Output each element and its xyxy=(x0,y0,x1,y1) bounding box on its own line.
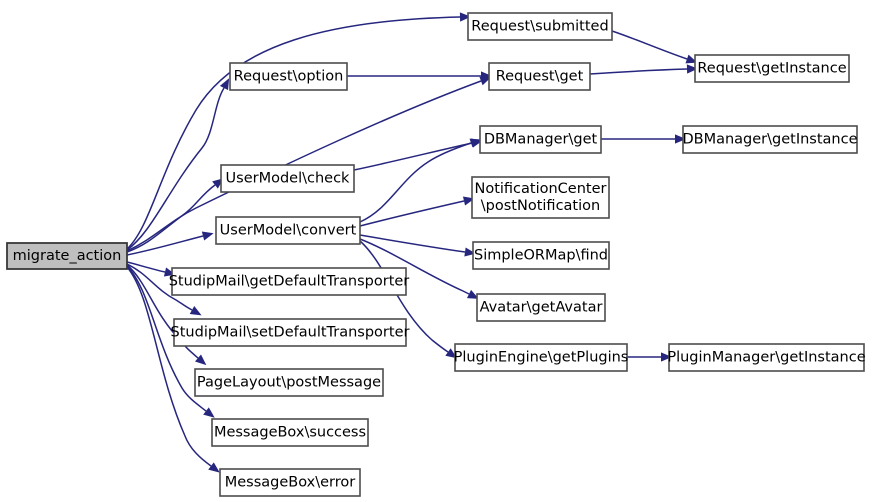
node-label: MessageBox\success xyxy=(214,425,366,441)
arrowhead-icon xyxy=(469,138,482,148)
graph-node-pagelayout_post[interactable]: PageLayout\postMessage xyxy=(194,368,384,397)
graph-node-migrate_action[interactable]: migrate_action xyxy=(6,242,128,270)
node-label: PluginManager\getInstance xyxy=(667,350,865,366)
node-label: DBManager\getInstance xyxy=(682,132,857,148)
edge-dbmanager_get-to-dbmanager_getinstance xyxy=(601,134,686,144)
node-box[interactable] xyxy=(471,176,610,219)
edges-layer xyxy=(126,12,698,473)
node-label: Request\get xyxy=(496,69,584,85)
node-box[interactable] xyxy=(171,267,407,296)
edge-migrate_action-to-messagebox_success xyxy=(126,265,215,418)
graph-node-messagebox_error[interactable]: MessageBox\error xyxy=(219,468,361,497)
edge-migrate_action-to-usermodel_check xyxy=(126,178,224,253)
arrowhead-icon xyxy=(208,462,220,473)
graph-node-avatar_getavatar[interactable]: Avatar\getAvatar xyxy=(476,293,606,322)
node-box[interactable] xyxy=(229,62,348,91)
node-label: Request\getInstance xyxy=(697,61,846,77)
node-label: MessageBox\error xyxy=(225,475,356,491)
graph-node-dbmanager_getinstance[interactable]: DBManager\getInstance xyxy=(682,125,858,154)
edge-migrate_action-to-request_option xyxy=(126,78,230,251)
node-box[interactable] xyxy=(476,293,606,322)
graph-node-usermodel_convert[interactable]: UserModel\convert xyxy=(215,216,361,245)
edge-migrate_action-to-studipmail_set xyxy=(126,263,202,316)
node-box[interactable] xyxy=(694,54,850,83)
node-label: Request\option xyxy=(234,69,344,85)
node-label: PageLayout\postMessage xyxy=(197,375,381,391)
arrowhead-icon xyxy=(189,305,202,316)
edge-usermodel_convert-to-simpleormap_find xyxy=(359,234,476,257)
arrowhead-icon xyxy=(481,71,492,81)
graph-node-request_submitted[interactable]: Request\submitted xyxy=(467,12,613,41)
graph-node-simpleormap_find[interactable]: SimpleORMap\find xyxy=(472,241,610,270)
node-label: SimpleORMap\find xyxy=(474,248,608,264)
node-box[interactable] xyxy=(479,125,602,154)
node-box[interactable] xyxy=(173,318,407,347)
edge-migrate_action-to-usermodel_convert xyxy=(126,231,214,256)
graph-node-pluginengine_getplugins[interactable]: PluginEngine\getPlugins xyxy=(454,343,629,372)
graph-node-usermodel_check[interactable]: UserModel\check xyxy=(220,164,355,193)
node-label: PluginEngine\getPlugins xyxy=(454,350,629,366)
edge-migrate_action-to-request_submitted xyxy=(126,12,471,250)
arrowhead-icon xyxy=(203,407,215,418)
node-label: \postNotification xyxy=(481,198,600,214)
arrowhead-icon xyxy=(466,289,479,299)
node-label: NotificationCenter xyxy=(474,181,606,197)
node-box[interactable] xyxy=(219,468,361,497)
node-box[interactable] xyxy=(682,125,858,154)
edge-usermodel_convert-to-avatar_getavatar xyxy=(359,238,479,299)
node-label: Avatar\getAvatar xyxy=(480,300,603,316)
node-label: StudipMail\getDefaultTransporter xyxy=(169,274,410,290)
arrowhead-icon xyxy=(686,64,698,74)
graph-node-studipmail_set[interactable]: StudipMail\setDefaultTransporter xyxy=(171,318,410,347)
node-box[interactable] xyxy=(472,241,610,270)
graph-node-request_getinstance[interactable]: Request\getInstance xyxy=(694,54,850,83)
graph-node-request_option[interactable]: Request\option xyxy=(229,62,348,91)
edge-usermodel_convert-to-dbmanager_get xyxy=(359,138,482,223)
edge-usermodel_check-to-dbmanager_get xyxy=(353,138,483,171)
graph-node-studipmail_get[interactable]: StudipMail\getDefaultTransporter xyxy=(169,267,410,296)
edge-migrate_action-to-messagebox_error xyxy=(126,266,220,473)
graph-node-dbmanager_get[interactable]: DBManager\get xyxy=(479,125,602,154)
node-box[interactable] xyxy=(454,343,628,372)
node-box[interactable] xyxy=(220,164,355,193)
node-label: UserModel\convert xyxy=(220,223,357,239)
edge-pluginengine_getplugins-to-pluginmanager_getinstance xyxy=(627,352,672,362)
arrowhead-icon xyxy=(195,354,207,366)
node-label: DBManager\get xyxy=(484,132,598,148)
edge-request_get-to-request_getinstance xyxy=(589,64,698,75)
node-box[interactable] xyxy=(488,62,591,91)
edge-usermodel_convert-to-pluginengine_getplugins xyxy=(359,240,458,359)
graph-node-messagebox_success[interactable]: MessageBox\success xyxy=(211,418,369,447)
graph-node-request_get[interactable]: Request\get xyxy=(488,62,591,91)
node-box[interactable] xyxy=(215,216,361,245)
node-box[interactable] xyxy=(467,12,613,41)
arrowhead-icon xyxy=(445,348,458,359)
node-box[interactable] xyxy=(6,242,128,270)
node-label: migrate_action xyxy=(13,248,122,264)
arrowhead-icon xyxy=(459,12,471,22)
graph-node-pluginmanager_getinstance[interactable]: PluginManager\getInstance xyxy=(667,343,866,372)
edge-request_option-to-request_get xyxy=(347,71,492,81)
node-box[interactable] xyxy=(194,368,384,397)
node-label: UserModel\check xyxy=(226,171,351,187)
nodes-layer: migrate_action Request\optionUserModel\ch… xyxy=(6,12,866,497)
arrowhead-icon xyxy=(675,134,686,144)
graph-node-notificationcenter_post[interactable]: NotificationCenter\postNotification xyxy=(471,176,610,219)
arrowhead-icon xyxy=(219,78,230,91)
node-box[interactable] xyxy=(211,418,369,447)
node-label: StudipMail\setDefaultTransporter xyxy=(171,325,410,341)
edge-request_submitted-to-request_getinstance xyxy=(611,30,698,64)
arrowhead-icon xyxy=(201,231,214,241)
node-box[interactable] xyxy=(668,343,865,372)
arrowhead-icon xyxy=(661,352,672,362)
node-label: Request\submitted xyxy=(471,19,608,35)
